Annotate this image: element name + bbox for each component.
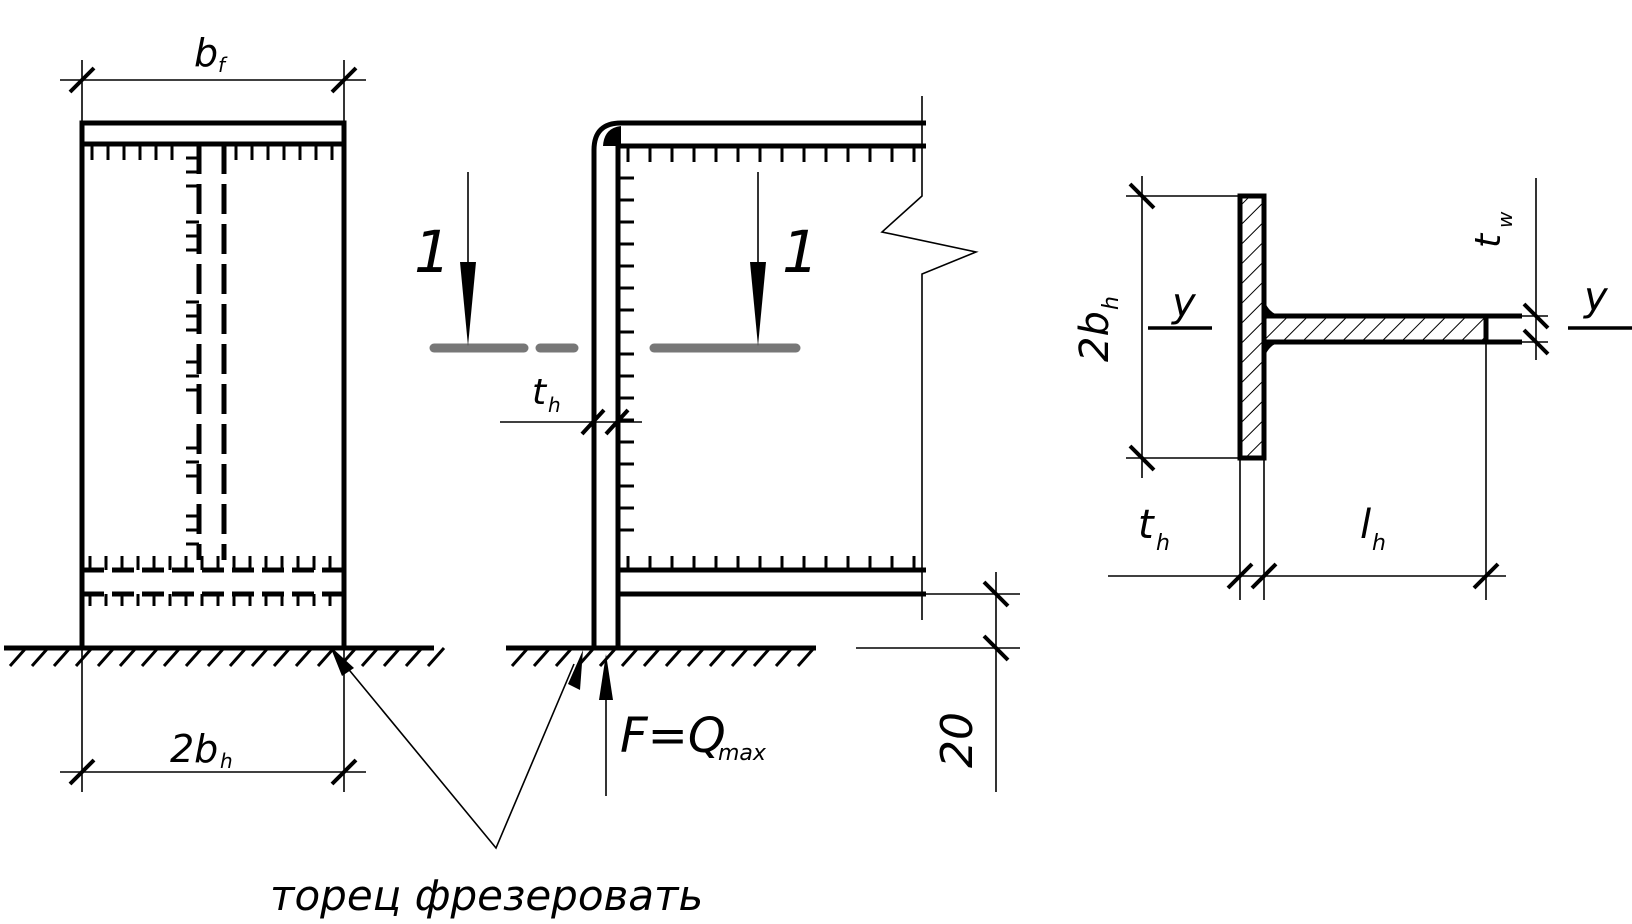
ground-hatch xyxy=(554,647,574,667)
ground-hatch xyxy=(294,647,314,667)
web-weld-ticks xyxy=(88,156,332,606)
ground-hatch xyxy=(796,647,816,667)
ground-hatch xyxy=(184,647,204,667)
horizontal-plate xyxy=(1261,313,1489,345)
dim20-tick-bottom xyxy=(982,634,1010,662)
ground-hatch xyxy=(598,647,618,667)
th-mid-tick-2 xyxy=(604,408,630,436)
th-mid-label-sub: h xyxy=(548,393,561,417)
2bh-right-tick-top xyxy=(1128,182,1156,210)
stiffener-weld-ticks xyxy=(620,176,634,532)
ground-hatch xyxy=(426,647,446,667)
th-right-label-sub: h xyxy=(1156,531,1170,556)
ground-hatch xyxy=(140,647,160,667)
ground-hatch xyxy=(206,647,226,667)
ground-hatch xyxy=(8,647,28,667)
2bh-label: 2b xyxy=(170,727,218,771)
ground-hatch xyxy=(532,647,552,667)
2bh-label-sub: h xyxy=(220,749,233,773)
th-right-label: t xyxy=(1138,502,1155,548)
section-label-left: 1 xyxy=(414,218,451,286)
ground-hatch xyxy=(774,647,794,667)
2bh-right-label-sub: h xyxy=(1099,296,1124,310)
note-label: торец фрезеровать xyxy=(270,871,703,920)
axis-y-left-label: y xyxy=(1171,280,1197,326)
bf-tick-right xyxy=(330,66,358,94)
ground-hatch xyxy=(730,647,750,667)
ground-hatch xyxy=(620,647,640,667)
leader-arrow-left xyxy=(330,646,354,676)
ground-hatch xyxy=(708,647,728,667)
ground-hatch xyxy=(664,647,684,667)
lh-label: l xyxy=(1360,502,1371,548)
ground-hatch xyxy=(316,647,336,667)
lh-label-sub: h xyxy=(1372,531,1386,556)
top-weld-ticks xyxy=(90,146,334,160)
tw-tick-top xyxy=(1522,302,1550,330)
ground-hatch xyxy=(162,647,182,667)
ground-hatch xyxy=(96,647,116,667)
ground-hatch xyxy=(752,647,772,667)
dim20-tick-top xyxy=(982,580,1010,608)
ground-hatch xyxy=(74,647,94,667)
bf-label: b xyxy=(194,31,218,75)
2bh-tick-right xyxy=(330,758,358,786)
lh-tick-right xyxy=(1472,562,1500,590)
th-mid-label: t xyxy=(532,372,548,413)
top-flange-weld-ticks xyxy=(626,148,916,162)
2bh-right-label: 2b xyxy=(1072,311,1118,362)
leader-arrow-right xyxy=(568,650,583,690)
bf-label-sub: f xyxy=(218,53,228,77)
section-view: 2b h y y t w t h l h xyxy=(1072,176,1632,600)
side-view: 1 1 t h F=Q max 20 торец фрезеровать xyxy=(270,96,1020,920)
section-label-right: 1 xyxy=(782,218,819,286)
force-label-sub: max xyxy=(718,741,767,766)
leader-line xyxy=(335,653,575,850)
weld-fillet-bottom xyxy=(1264,342,1284,358)
weld-fillet-top xyxy=(1264,300,1284,316)
corner-weld xyxy=(603,126,621,146)
th-right-tick-2 xyxy=(1250,562,1278,590)
axis-y-right-label: y xyxy=(1583,274,1609,320)
2bh-right-tick-bottom xyxy=(1128,444,1156,472)
ground-hatch xyxy=(404,647,424,667)
bf-tick-left xyxy=(68,66,96,94)
ground-hatch xyxy=(52,647,72,667)
ground-hatch xyxy=(360,647,380,667)
ground-hatch xyxy=(382,647,402,667)
force-label: F=Q xyxy=(620,708,726,764)
tw-label: t xyxy=(1468,232,1509,248)
section-arrow-left-head xyxy=(460,262,476,346)
bottom-flange-weld-ticks xyxy=(626,556,916,568)
dim20-label: 20 xyxy=(932,712,983,768)
ground-hatch xyxy=(228,647,248,667)
tw-label-sub: w xyxy=(1493,211,1517,228)
section-arrow-right-head xyxy=(750,262,766,346)
th-right-tick-1 xyxy=(1226,562,1254,590)
front-view: b f 2b h xyxy=(4,31,446,792)
ground-hatch xyxy=(250,647,270,667)
th-mid-tick-1 xyxy=(580,408,606,436)
ground-hatch xyxy=(510,647,530,667)
ground-hatch-left xyxy=(8,647,446,667)
2bh-tick-left xyxy=(68,758,96,786)
ground-hatch xyxy=(118,647,138,667)
ground-hatch xyxy=(272,647,292,667)
ground-hatch xyxy=(30,647,50,667)
force-arrow-head xyxy=(599,654,613,700)
ground-hatch xyxy=(686,647,706,667)
tw-tick-bottom xyxy=(1522,328,1550,356)
vertical-plate xyxy=(1237,193,1267,461)
ground-hatch-mid xyxy=(510,647,816,667)
break-line xyxy=(880,96,979,620)
ground-hatch xyxy=(642,647,662,667)
top-flange xyxy=(591,120,926,151)
